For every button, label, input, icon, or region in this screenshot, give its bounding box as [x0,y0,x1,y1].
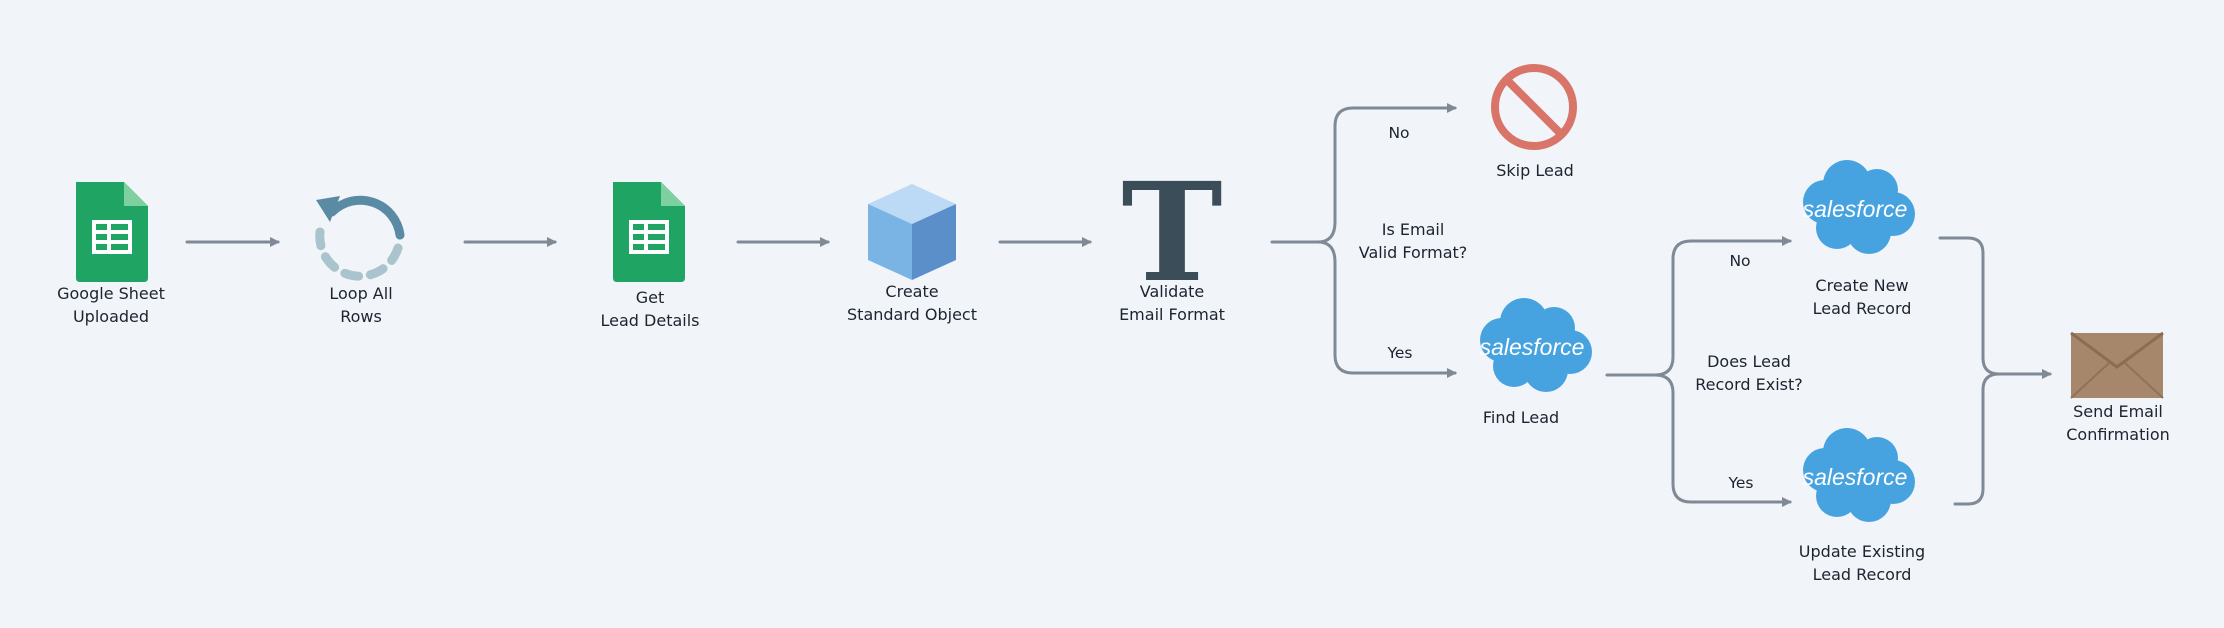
no-entry-icon [1491,64,1577,150]
decision-label-email-valid: Is Email Valid Format? [1358,220,1468,262]
branch-lead-exists-yes [1653,373,1792,507]
node-label-find-lead: Find Lead [1482,408,1560,427]
salesforce-logo-icon: salesforce [1803,428,1915,522]
merge-from-update [1953,372,2001,506]
merge-to-email [1938,236,2052,379]
node-label-create-lead: Create New Lead Record [1812,276,1912,318]
node-label-loop-rows: Loop All Rows [329,284,393,326]
edge-label-no: No [1729,252,1751,270]
edge-label-yes: Yes [1728,474,1754,492]
node-label-skip-lead: Skip Lead [1496,161,1574,180]
branch-email-valid [1270,103,1457,244]
node-label-google-sheet: Google Sheet Uploaded [57,284,165,326]
node-label-validate-email: Validate Email Format [1119,282,1225,324]
branch-lead-exists [1605,236,1792,377]
text-format-icon: T [1121,153,1222,313]
google-sheets-icon [613,182,685,282]
google-sheets-icon [76,182,148,282]
salesforce-logo-icon: salesforce [1480,298,1592,392]
node-label-send-email: Send Email Confirmation [2066,402,2170,444]
svg-text:salesforce: salesforce [1480,334,1585,360]
svg-text:salesforce: salesforce [1803,196,1908,222]
node-label-update-lead: Update Existing Lead Record [1798,542,1926,584]
node-label-get-details: Get Lead Details [600,288,700,330]
node-label-create-object: Create Standard Object [847,282,977,324]
cube-icon [868,184,956,280]
svg-text:salesforce: salesforce [1803,464,1908,490]
branch-email-valid-yes [1316,240,1457,378]
decision-label-lead-exists: Does Lead Record Exist? [1695,352,1803,394]
salesforce-logo-icon: salesforce [1803,160,1915,254]
edge-label-yes: Yes [1387,344,1413,362]
edge-label-no: No [1388,124,1410,142]
loop-icon [315,195,405,281]
envelope-icon [2070,331,2164,399]
connectors [185,103,2052,507]
